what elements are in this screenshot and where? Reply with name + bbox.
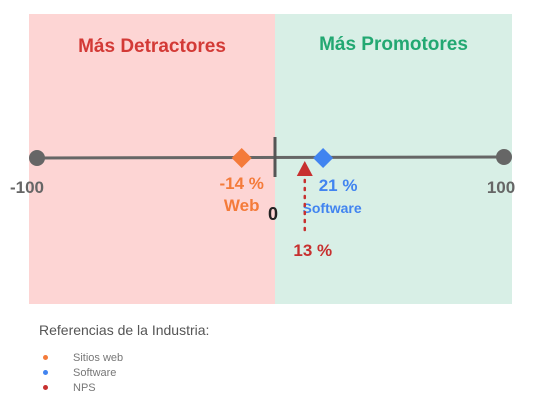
nps-marker xyxy=(296,161,313,176)
legend-item-nps: NPS xyxy=(39,380,209,395)
software-value-label: 21 % xyxy=(319,176,358,195)
promoters-zone-label: Más Promotores xyxy=(319,34,468,55)
legend-dot-software xyxy=(43,370,48,375)
web-name-label: Web xyxy=(224,196,260,215)
legend-label-nps: NPS xyxy=(73,381,96,394)
nps-value-label: 13 % xyxy=(293,241,332,260)
legend-label-web: Sitios web xyxy=(73,351,124,364)
legend-dot-nps xyxy=(43,385,48,390)
web-value-label: -14 % xyxy=(219,174,263,193)
tick-label-max: 100 xyxy=(487,178,515,197)
web-marker xyxy=(231,148,252,168)
legend-title: Referencias de la Industria: xyxy=(39,322,210,338)
axis-max-endpoint xyxy=(496,149,512,165)
promoters-zone xyxy=(275,14,512,304)
detractors-zone-label: Más Detractores xyxy=(78,36,226,57)
software-name-label: Software xyxy=(303,200,362,216)
tick-label-zero: 0 xyxy=(268,204,278,224)
axis-min-endpoint xyxy=(29,150,45,166)
tick-label-min: -100 xyxy=(10,178,44,197)
legend-dot-web xyxy=(43,355,48,360)
software-marker xyxy=(313,148,334,168)
nps-chart: Más Detractores Más Promotores -100 100 … xyxy=(10,14,515,304)
legend-item-web: Sitios web xyxy=(39,350,209,365)
legend-item-software: Software xyxy=(39,365,209,380)
legend-label-software: Software xyxy=(73,366,117,379)
axis-line xyxy=(36,155,505,160)
industry-legend: Referencias de la Industria: Sitios web … xyxy=(39,322,209,395)
